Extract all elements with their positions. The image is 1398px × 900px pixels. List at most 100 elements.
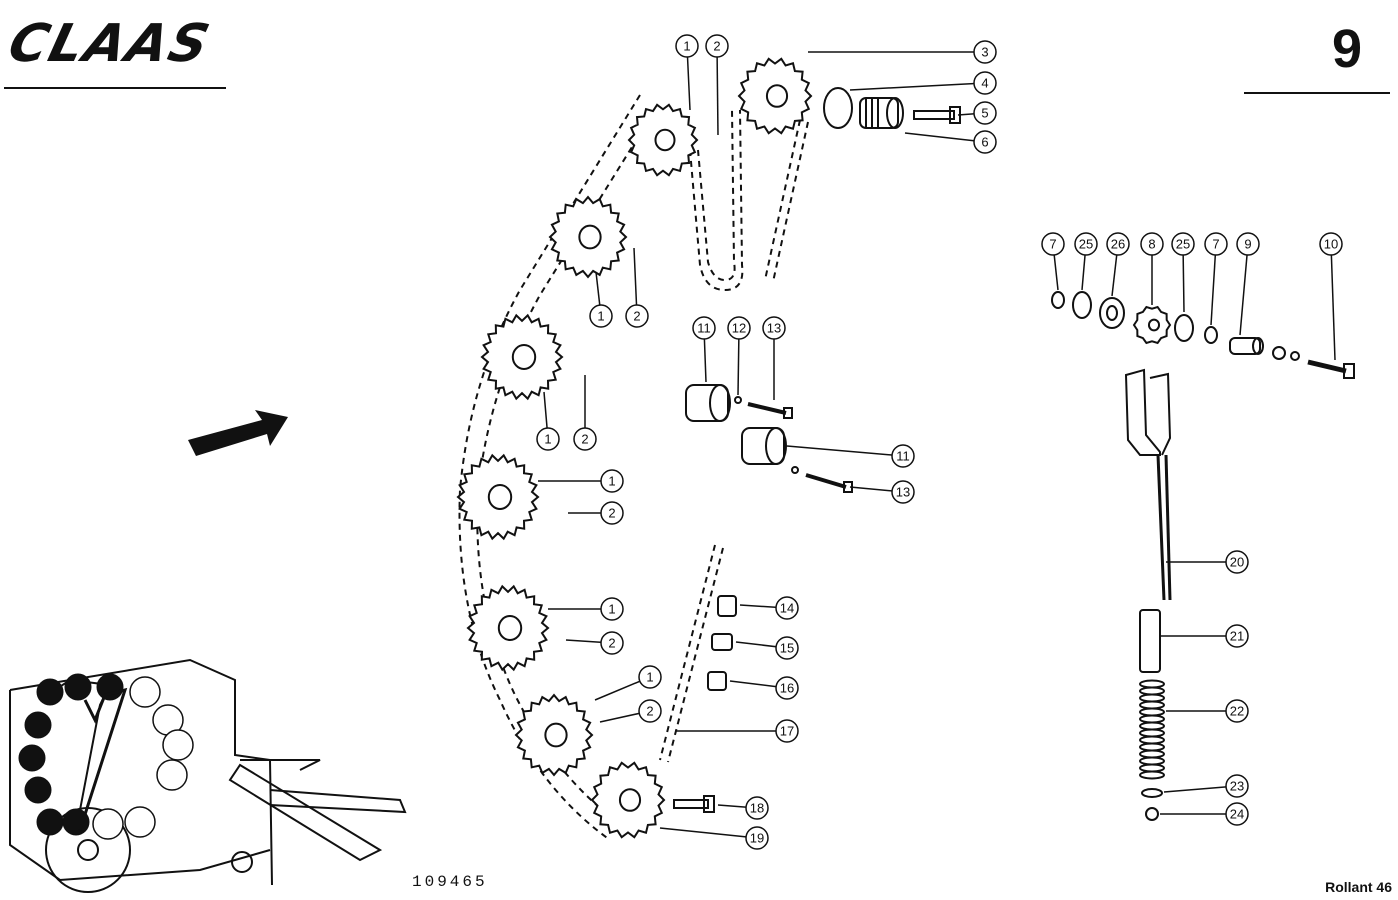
callout-circle: [1236, 232, 1260, 256]
callout-circle: [762, 316, 786, 340]
callout-balloon: 14: [775, 596, 799, 620]
drive-chain-loop-inner: [697, 109, 736, 282]
callout-balloon: 7: [1204, 232, 1228, 256]
callout-circle: [775, 596, 799, 620]
callout-circle: [1225, 699, 1249, 723]
baler-roller-idle: [92, 808, 124, 840]
callout-circle: [891, 480, 915, 504]
callout-number: 1: [597, 309, 604, 324]
spring-coil: [1139, 742, 1165, 752]
callout-number: 12: [732, 321, 746, 336]
spring-coil: [1139, 679, 1165, 689]
sprocket-wheel: [590, 761, 666, 839]
callout-balloon: 8: [1140, 232, 1164, 256]
callout-circle: [973, 101, 997, 125]
callout-number: 24: [1230, 807, 1244, 822]
baler-roller-driven: [36, 808, 64, 836]
callout-number: 1: [646, 670, 653, 685]
callout-leader-line: [1239, 243, 1249, 336]
threaded-rod: [1156, 454, 1172, 601]
washer-small-lower: [791, 466, 799, 474]
callout-number: 13: [767, 321, 781, 336]
callout-circle: [589, 304, 613, 328]
baler-roller-idle: [129, 676, 161, 708]
callout-number: 23: [1230, 779, 1244, 794]
callout-balloon: 13: [762, 316, 786, 340]
callout-balloon: 1: [638, 665, 662, 689]
spring-coil: [1139, 770, 1165, 780]
ring-left: [1072, 291, 1092, 319]
sprocket-wheel: [1132, 305, 1172, 345]
callout-leader-line: [1210, 243, 1217, 326]
drive-chain-right: [764, 119, 801, 281]
callout-circle: [600, 631, 624, 655]
spring-coil: [1139, 693, 1165, 703]
baler-roller-driven: [18, 744, 46, 772]
compression-spring: [1139, 679, 1165, 780]
callout-circle: [1225, 774, 1249, 798]
callout-number: 22: [1230, 704, 1244, 719]
callout-balloon: 1: [675, 34, 699, 58]
callout-number: 4: [981, 76, 988, 91]
callout-balloon: 24: [1225, 802, 1249, 826]
snap-ring-left: [1051, 291, 1065, 309]
callout-circle: [692, 316, 716, 340]
hex-bolt: [913, 106, 961, 124]
washer-small: [734, 396, 742, 404]
callout-number: 15: [780, 641, 794, 656]
callout-number: 11: [896, 449, 910, 464]
callout-circle: [1140, 232, 1164, 256]
callout-balloon: 3: [973, 40, 997, 64]
sprocket-wheel: [456, 453, 540, 541]
callout-balloon: 22: [1225, 699, 1249, 723]
callout-number: 10: [1324, 237, 1338, 252]
callout-balloon: 2: [625, 304, 649, 328]
spring-coil: [1139, 707, 1165, 717]
callout-balloon: 12: [727, 316, 751, 340]
callout-balloon: 6: [973, 130, 997, 154]
callout-circle: [638, 665, 662, 689]
callout-number: 8: [1148, 237, 1155, 252]
callout-balloon: 25: [1074, 232, 1098, 256]
callout-balloon: 13: [891, 480, 915, 504]
callout-balloon: 15: [775, 636, 799, 660]
callout-leader-line: [1330, 243, 1336, 361]
callout-circle: [1225, 550, 1249, 574]
callout-number: 1: [608, 474, 615, 489]
baler-roller-driven: [62, 808, 90, 836]
callout-leader-line: [786, 445, 904, 457]
return-chain-2: [667, 547, 724, 763]
return-chain: [659, 544, 716, 761]
callout-circle: [775, 676, 799, 700]
callout-balloon: 23: [1225, 774, 1249, 798]
callout-balloon: 1: [600, 597, 624, 621]
baler-roller-driven: [24, 776, 52, 804]
spring-washer: [1141, 788, 1163, 798]
spring-coil: [1139, 700, 1165, 710]
spacer-sleeve: [1229, 337, 1264, 355]
callout-circle: [625, 304, 649, 328]
header-rule-right: [1244, 92, 1390, 94]
callout-circle: [600, 469, 624, 493]
callout-circle: [1074, 232, 1098, 256]
callout-number: 18: [750, 801, 764, 816]
callout-balloon: 2: [638, 699, 662, 723]
spring-coil: [1139, 735, 1165, 745]
callout-circle: [705, 34, 729, 58]
callout-balloon: 26: [1106, 232, 1130, 256]
callout-circle: [600, 501, 624, 525]
callout-number: 14: [780, 601, 794, 616]
callout-circle: [1204, 232, 1228, 256]
callout-balloon: 20: [1225, 550, 1249, 574]
callout-circle: [573, 427, 597, 451]
callout-circle: [1171, 232, 1195, 256]
callout-number: 13: [896, 485, 910, 500]
callout-number: 6: [981, 135, 988, 150]
sprocket-wheel: [466, 584, 550, 672]
drive-chain-loop: [689, 109, 744, 292]
baler-roller-idle: [124, 806, 156, 838]
snap-ring-right: [1204, 326, 1218, 344]
callout-balloon: 10: [1319, 232, 1343, 256]
